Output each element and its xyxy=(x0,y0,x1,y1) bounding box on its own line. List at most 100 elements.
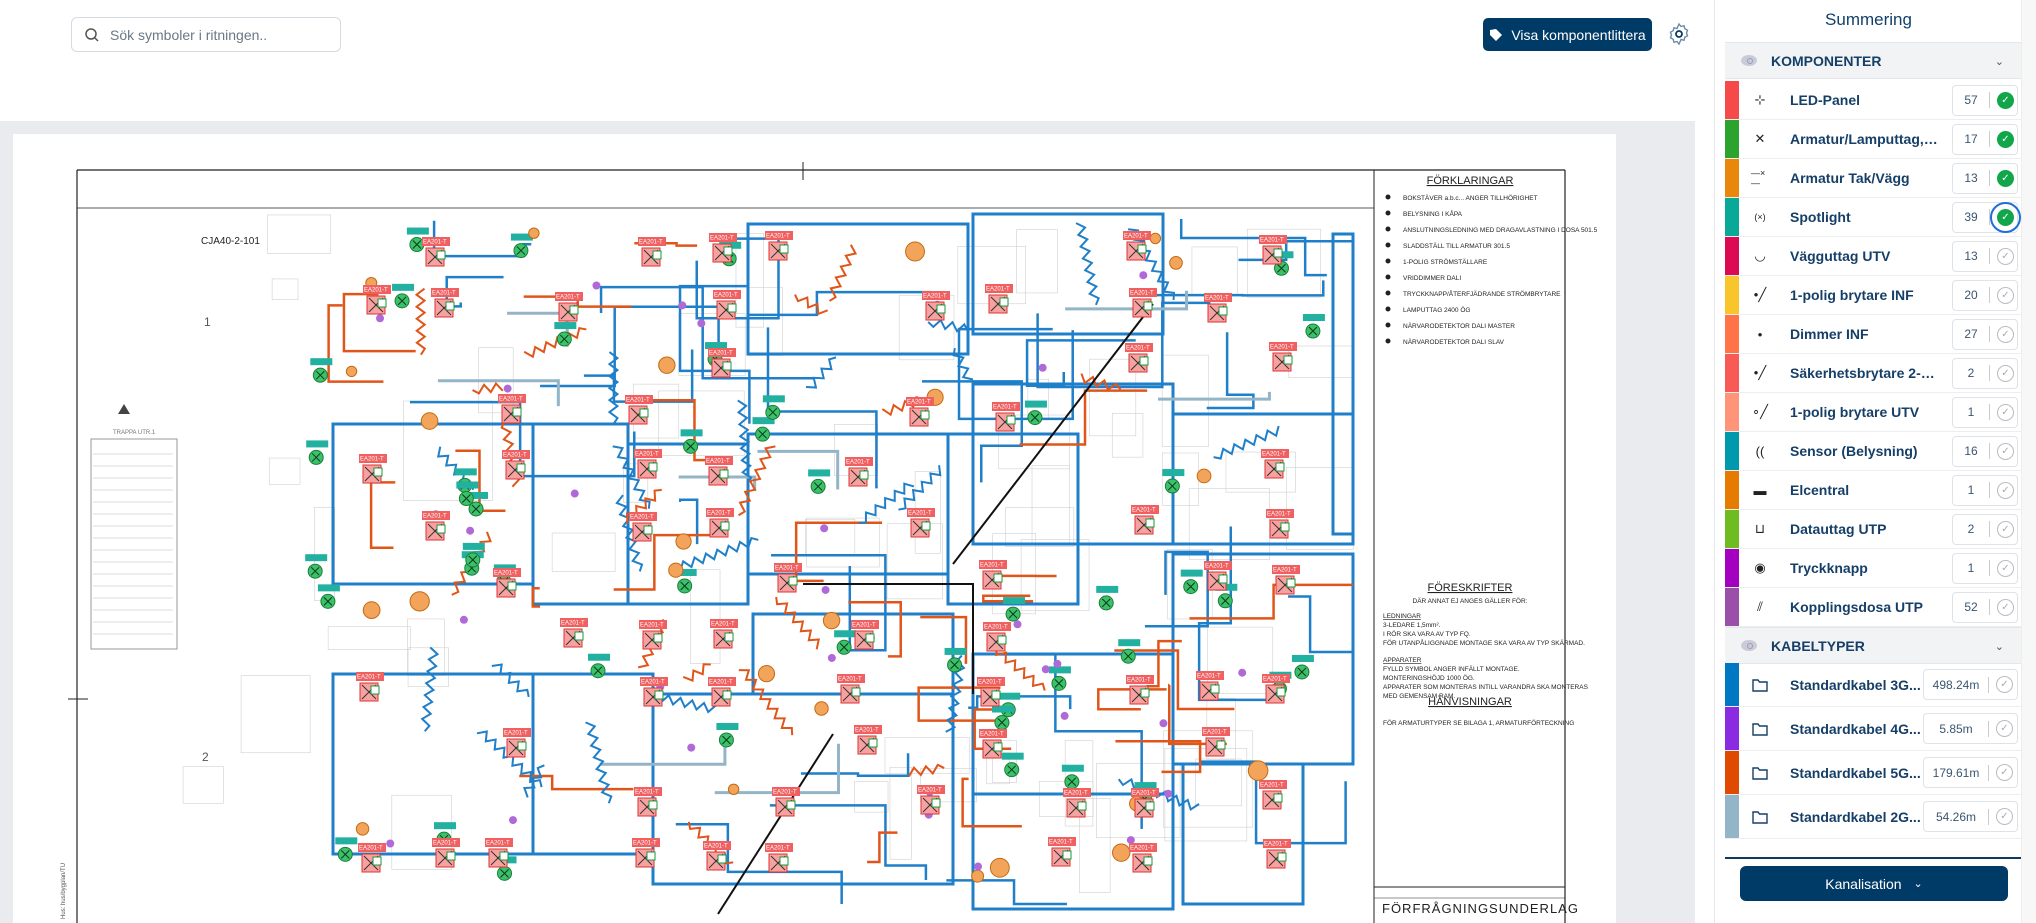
led-panel-marker[interactable] xyxy=(643,687,664,707)
led-panel-marker[interactable] xyxy=(501,404,522,424)
component-marker[interactable] xyxy=(1162,469,1185,494)
led-panel-marker[interactable]: EA201-T xyxy=(837,674,865,683)
led-panel-marker[interactable]: EA201-T xyxy=(1259,235,1287,244)
led-panel-marker[interactable]: EA201-T xyxy=(706,508,734,517)
cable-row[interactable]: Standardkabel 4G... 5.85m ✓ xyxy=(1725,707,2022,751)
component-marker[interactable] xyxy=(317,584,340,609)
led-panel-marker[interactable] xyxy=(982,739,1003,759)
check-toggle[interactable]: ✓ xyxy=(1996,720,2013,737)
led-panel-marker[interactable] xyxy=(1132,853,1153,873)
eye-icon[interactable] xyxy=(1741,55,1757,66)
led-panel-marker[interactable] xyxy=(366,295,387,315)
component-marker[interactable] xyxy=(834,630,857,655)
check-toggle[interactable]: ✓ xyxy=(1996,676,2013,693)
led-panel-marker[interactable]: EA201-T xyxy=(638,237,666,246)
led-panel-marker[interactable]: EA201-T xyxy=(772,787,800,796)
component-row[interactable]: • Dimmer INF 27 ✓ xyxy=(1725,315,2022,354)
led-panel-marker[interactable]: EA201-T xyxy=(705,456,733,465)
component-marker[interactable] xyxy=(752,417,775,442)
led-panel-marker[interactable] xyxy=(995,412,1016,432)
component-marker[interactable] xyxy=(808,469,831,494)
component-marker[interactable] xyxy=(1024,400,1047,426)
led-panel-marker[interactable] xyxy=(711,358,732,378)
junction-marker[interactable] xyxy=(1038,363,1047,372)
check-toggle[interactable]: ✓ xyxy=(1997,403,2014,421)
led-panel-marker[interactable] xyxy=(709,518,730,538)
component-marker[interactable] xyxy=(466,491,489,517)
led-panel-marker[interactable]: EA201-T xyxy=(629,512,657,521)
component-marker[interactable] xyxy=(305,554,328,579)
led-panel-marker[interactable] xyxy=(637,459,658,479)
led-panel-marker[interactable] xyxy=(425,521,446,541)
check-toggle[interactable]: ✓ xyxy=(1997,325,2014,343)
led-panel-marker[interactable]: EA201-T xyxy=(1125,343,1153,352)
led-panel-marker[interactable] xyxy=(1134,798,1155,818)
led-panel-marker[interactable]: EA201-T xyxy=(713,290,741,299)
component-marker[interactable] xyxy=(762,395,785,420)
component-row[interactable]: —×— Armatur Tak/Vägg 13 ✓ xyxy=(1725,159,2022,198)
spotlight-marker[interactable] xyxy=(822,611,841,630)
search-input[interactable]: Sök symboler i ritningen.. xyxy=(71,17,341,52)
led-panel-marker[interactable] xyxy=(910,518,931,538)
scrollbar[interactable] xyxy=(2021,0,2036,923)
show-component-labels-button[interactable]: Visa komponentlittera xyxy=(1483,18,1652,51)
spotlight-marker[interactable] xyxy=(668,562,684,578)
component-row[interactable]: (×) Spotlight 39 ✓ xyxy=(1725,198,2022,237)
component-row[interactable]: ∘╱ 1-polig brytare UTV 1 ✓ xyxy=(1725,393,2022,432)
led-panel-marker[interactable]: EA201-T xyxy=(985,284,1013,293)
led-panel-marker[interactable] xyxy=(925,301,946,321)
led-panel-marker[interactable] xyxy=(362,464,383,484)
led-panel-marker[interactable]: EA201-T xyxy=(992,402,1020,411)
junction-marker[interactable] xyxy=(820,524,829,533)
led-panel-marker[interactable] xyxy=(848,467,869,487)
junction-marker[interactable] xyxy=(1238,668,1247,677)
led-panel-marker[interactable] xyxy=(361,853,382,873)
spotlight-marker[interactable] xyxy=(757,665,776,683)
led-panel-marker[interactable]: EA201-T xyxy=(977,677,1005,686)
kanalisation-button[interactable]: Kanalisation ⌄ xyxy=(1740,866,2008,901)
led-panel-marker[interactable] xyxy=(1272,352,1293,372)
spotlight-marker[interactable] xyxy=(1196,468,1212,484)
components-section-header[interactable]: KOMPONENTER ⌄ xyxy=(1725,42,2022,79)
component-marker[interactable] xyxy=(510,233,533,259)
led-panel-marker[interactable]: EA201-T xyxy=(363,285,391,294)
drawing-viewport[interactable]: EA201-T EA201-T EA201-T EA201-T EA201-T EA201… xyxy=(0,121,1695,923)
junction-marker[interactable] xyxy=(1053,659,1062,668)
led-panel-marker[interactable] xyxy=(1262,790,1283,810)
led-panel-marker[interactable]: EA201-T xyxy=(1261,449,1289,458)
led-panel-marker[interactable] xyxy=(768,853,789,873)
led-panel-marker[interactable] xyxy=(777,573,798,593)
cables-section-header[interactable]: KABELTYPER ⌄ xyxy=(1725,627,2022,664)
check-toggle[interactable]: ✓ xyxy=(1996,808,2013,825)
spotlight-marker[interactable] xyxy=(1112,843,1131,862)
led-panel-marker[interactable]: EA201-T xyxy=(983,622,1011,631)
led-panel-marker[interactable] xyxy=(988,294,1009,314)
spotlight-marker[interactable] xyxy=(1169,256,1183,270)
led-panel-marker[interactable] xyxy=(768,241,789,261)
led-panel-marker[interactable]: EA201-T xyxy=(1063,788,1091,797)
led-panel-marker[interactable] xyxy=(1126,241,1147,261)
led-panel-marker[interactable] xyxy=(986,632,1007,652)
led-panel-marker[interactable] xyxy=(854,630,875,650)
led-panel-marker[interactable] xyxy=(920,795,941,815)
junction-marker[interactable] xyxy=(570,489,579,498)
led-panel-marker[interactable]: EA201-T xyxy=(493,568,521,577)
component-marker[interactable] xyxy=(674,568,697,594)
spotlight-marker[interactable] xyxy=(1149,232,1162,245)
drawing-sheet[interactable]: EA201-T EA201-T EA201-T EA201-T EA201-T EA201… xyxy=(13,134,1616,923)
component-row[interactable]: ⫽ Kopplingsdosa UTP 52 ✓ xyxy=(1725,588,2022,627)
led-panel-marker[interactable]: EA201-T xyxy=(640,677,668,686)
junction-marker[interactable] xyxy=(1126,836,1135,845)
check-toggle[interactable]: ✓ xyxy=(1997,559,2014,577)
component-marker[interactable] xyxy=(1118,639,1141,664)
led-panel-marker[interactable]: EA201-T xyxy=(502,450,530,459)
check-toggle[interactable]: ✓ xyxy=(1997,169,2014,187)
component-marker[interactable] xyxy=(998,692,1021,718)
led-panel-marker[interactable] xyxy=(980,687,1001,707)
led-panel-marker[interactable] xyxy=(982,570,1003,590)
spotlight-marker[interactable] xyxy=(1247,760,1269,781)
chevron-down-icon[interactable]: ⌄ xyxy=(1994,641,2004,653)
led-panel-marker[interactable] xyxy=(1128,353,1149,373)
led-panel-marker[interactable]: EA201-T xyxy=(634,449,662,458)
check-toggle[interactable]: ✓ xyxy=(1997,598,2014,616)
